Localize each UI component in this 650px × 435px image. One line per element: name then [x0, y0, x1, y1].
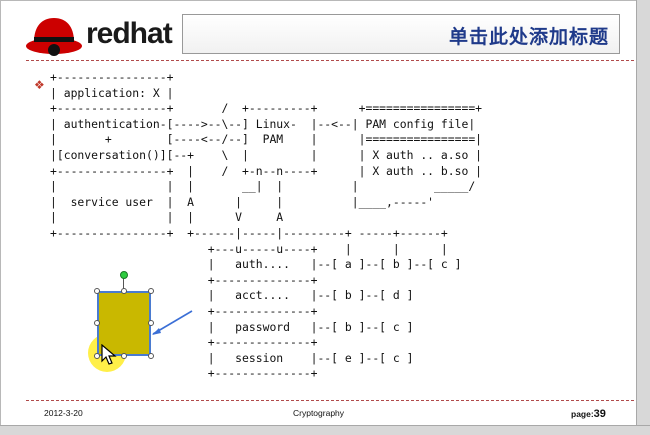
resize-handle-sw[interactable] [94, 353, 100, 359]
resize-handle-se[interactable] [148, 353, 154, 359]
pam-ascii-diagram[interactable]: +----------------+ | application: X | +-… [50, 70, 482, 382]
move-cursor-icon [101, 344, 117, 365]
redhat-shadowman-icon [26, 18, 82, 56]
page-label: page: [571, 409, 594, 419]
diagram-line: | + [----<--/--] PAM | |================… [50, 132, 483, 147]
diagram-line: +--------------+ [50, 335, 318, 350]
diagram-line: +--------------+ [50, 272, 318, 287]
rotation-handle[interactable] [120, 271, 128, 279]
diagram-line: |[conversation()][--+ \ | | | X auth .. … [50, 147, 483, 162]
diagram-line: | service user | A | | |____,-----' [50, 194, 435, 209]
diagram-line: | | | __| | | _____/ [50, 179, 476, 194]
resize-handle-n[interactable] [121, 288, 127, 294]
horizontal-scrollbar[interactable] [0, 425, 650, 435]
diagram-line: | auth.... |--[ a ]--[ b ]--[ c ] [50, 257, 462, 272]
diagram-line: | application: X | [50, 85, 174, 100]
diagram-line: | | | V A [50, 210, 284, 225]
bullet-icon: ❖ [34, 78, 45, 92]
callout-arrow-icon[interactable] [148, 308, 194, 338]
diagram-line: +--------------+ [50, 303, 318, 318]
diagram-line: | authentication-[---->--\--] Linux- |--… [50, 116, 476, 131]
page-number: 39 [593, 408, 606, 420]
resize-handle-ne[interactable] [148, 288, 154, 294]
diagram-line: +----------------+ | / +-n--n----+ | X a… [50, 163, 483, 178]
rotation-stem [123, 276, 124, 291]
resize-handle-e[interactable] [148, 320, 154, 326]
footer-date: 2012-3-20 [44, 408, 83, 418]
resize-handle-nw[interactable] [94, 288, 100, 294]
diagram-line: | password |--[ b ]--[ c ] [50, 319, 414, 334]
diagram-line: | session |--[ e ]--[ c ] [50, 350, 414, 365]
resize-handle-s[interactable] [121, 353, 127, 359]
diagram-line: +---u-----u----+ | | | [50, 241, 448, 256]
footer-divider [26, 400, 634, 401]
slide-title[interactable]: 单击此处添加标题 [448, 26, 609, 48]
diagram-line: +----------------+ [50, 70, 174, 84]
resize-handle-w[interactable] [94, 320, 100, 326]
footer-page: page:39 [571, 408, 606, 420]
diagram-line: +----------------+ / +---------+ +======… [50, 101, 483, 116]
footer-subject: Cryptography [293, 408, 345, 418]
header-divider [26, 60, 634, 61]
redhat-logo-text: redhat [86, 17, 173, 50]
diagram-line: +----------------+ +------|-----|-------… [50, 225, 448, 240]
diagram-line: +--------------+ [50, 366, 318, 381]
title-placeholder[interactable]: 单击此处添加标题 [182, 14, 620, 54]
vertical-scrollbar[interactable] [636, 0, 650, 435]
diagram-line: | acct.... |--[ b ]--[ d ] [50, 288, 414, 303]
